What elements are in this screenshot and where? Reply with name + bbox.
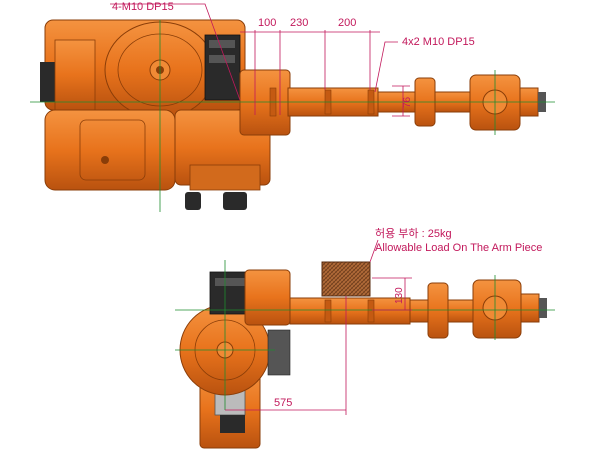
top-view: 4-M10 DP15 100 230 200 4x2 M10 DP15 76 [30,1,555,212]
side-load-note-english: Allowable Load On The Arm Piece [375,242,542,254]
top-dim-c: 200 [338,17,356,29]
top-holes-note: 4x2 M10 DP15 [402,36,475,48]
top-dim-b: 230 [290,17,308,29]
side-view: 허용 부하 : 25kg Allowable Load On The Arm P… [175,226,555,449]
top-dim-vertical: 76 [402,96,413,108]
side-load-note-korean: 허용 부하 : 25kg [375,226,452,240]
top-dim-a: 100 [258,17,276,29]
side-dim-vertical: 130 [394,287,405,304]
side-dim-reach: 575 [274,397,292,409]
load-block [321,261,371,297]
top-hole-note: 4-M10 DP15 [112,1,174,13]
